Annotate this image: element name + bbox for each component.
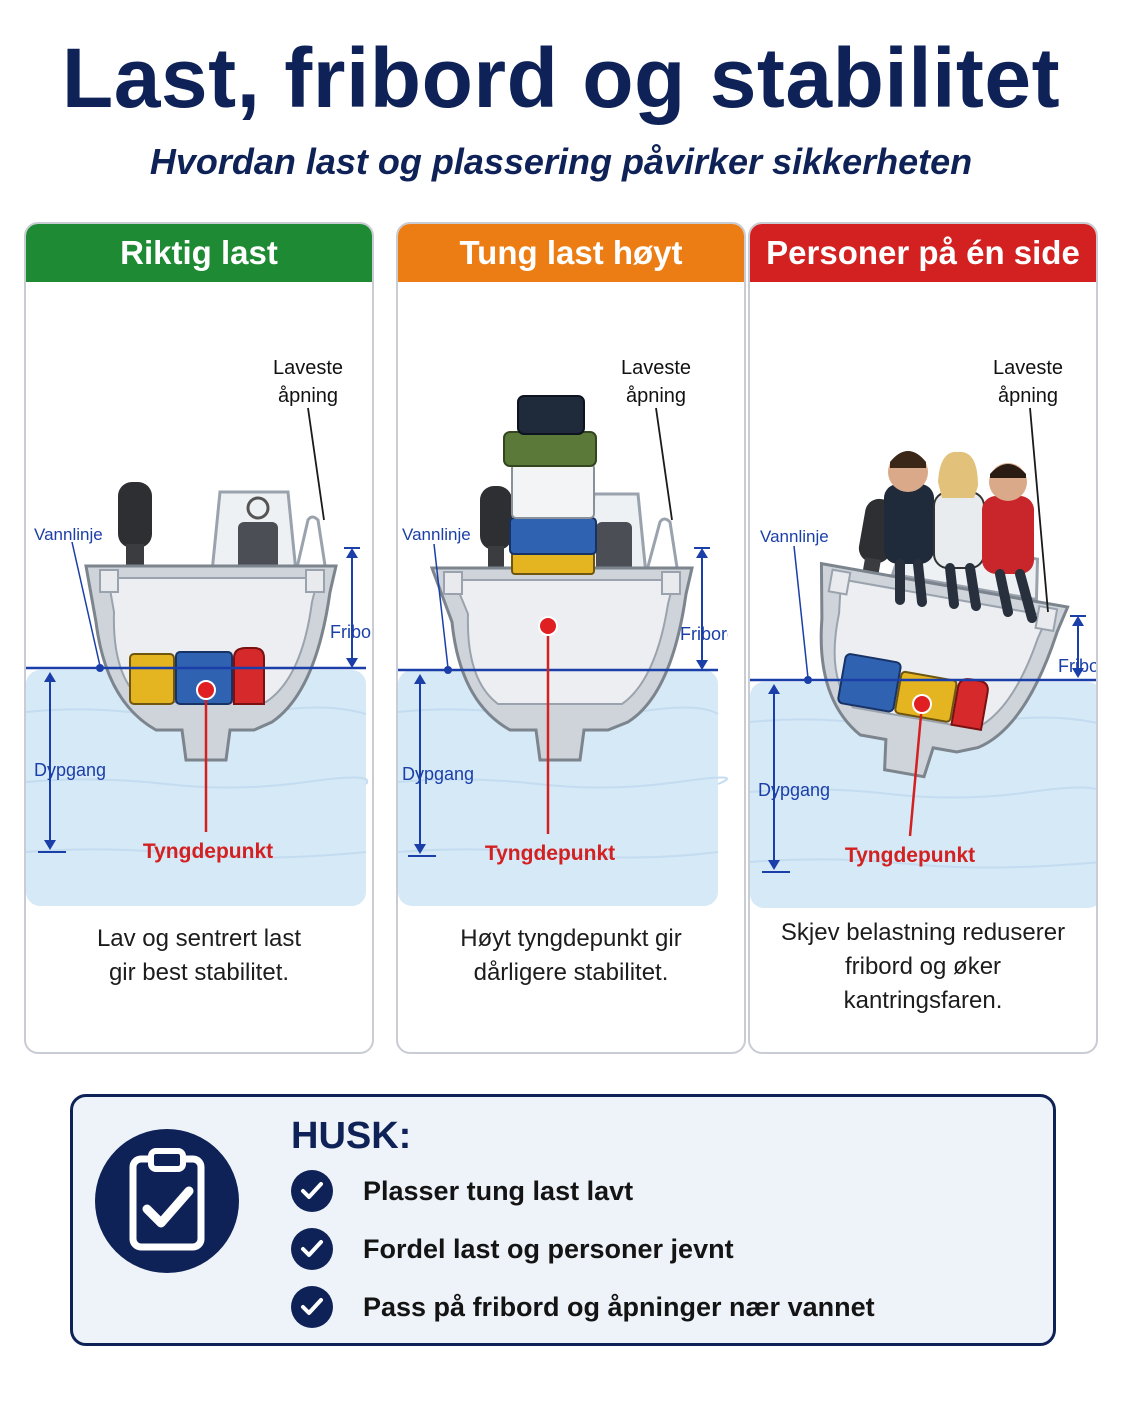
cargo-box-blue — [509, 517, 597, 555]
boat-diagram-personer: Laveste åpning Vannlinje Fribord Dypgang… — [750, 357, 1098, 908]
label-laveste-line1: Laveste — [993, 357, 1063, 379]
cargo-box-blue — [175, 651, 233, 705]
bag-black — [517, 395, 585, 435]
label-fribord: Fribord — [1058, 656, 1098, 676]
center-of-gravity-dot — [912, 694, 932, 714]
label-fribord: Fribord — [330, 622, 374, 642]
husk-item-text: Pass på fribord og åpninger nær vannet — [363, 1291, 875, 1322]
cargo-box-yellow — [511, 551, 595, 575]
label-vannlinje: Vannlinje — [760, 527, 829, 546]
panel-description: Lav og sentrert last gir best stabilitet… — [96, 925, 302, 986]
label-vannlinje: Vannlinje — [402, 525, 471, 544]
label-tyngdepunkt: Tyngdepunkt — [845, 844, 975, 867]
husk-item: Plasser tung last lavt — [291, 1169, 633, 1213]
panel-title: Tung last høyt — [398, 224, 744, 282]
label-laveste-line2: åpning — [626, 385, 686, 407]
water — [750, 682, 1096, 908]
clipboard-check-icon — [95, 1129, 239, 1273]
page-title: Last, fribord og stabilitet — [61, 31, 1061, 125]
panel-description: Skjev belastning reduserer fribord og øk… — [780, 919, 1066, 1014]
panel-description: Høyt tyngdepunkt gir dårligere stabilite… — [460, 925, 682, 986]
panel-title: Personer på én side — [750, 224, 1096, 282]
label-laveste-line1: Laveste — [621, 357, 691, 379]
husk-item-text: Plasser tung last lavt — [363, 1175, 634, 1206]
fuel-can — [233, 647, 265, 705]
label-dypgang: Dypgang — [34, 760, 106, 780]
cooler-box — [511, 463, 595, 519]
panel-tung-last-hoyt: Tung last høyt — [396, 222, 746, 1054]
label-dypgang: Dypgang — [758, 780, 830, 800]
husk-item: Pass på fribord og åpninger nær vannet — [291, 1285, 875, 1329]
center-of-gravity-dot — [538, 616, 558, 636]
outboard-motor — [480, 486, 512, 550]
page-subtitle: Hvordan last og plassering påvirker sikk… — [149, 141, 973, 182]
husk-box: HUSK: Plasser tung last lavt Fordel last… — [70, 1094, 1056, 1346]
cargo-box-yellow — [129, 653, 175, 705]
label-tyngdepunkt: Tyngdepunkt — [143, 840, 273, 863]
label-laveste-line1: Laveste — [273, 357, 343, 379]
person-1 — [884, 484, 934, 564]
steering-wheel-icon — [246, 496, 270, 520]
husk-title: HUSK: — [291, 1115, 412, 1157]
bag-green — [503, 431, 597, 467]
label-fribord: Fribord — [680, 624, 728, 644]
panel-riktig-last: Riktig last — [24, 222, 374, 1054]
check-circle-icon — [291, 1228, 333, 1270]
husk-item: Fordel last og personer jevnt — [291, 1227, 734, 1271]
water — [26, 670, 366, 906]
boat-diagram-riktig: Laveste åpning Vannlinje Fribord Dypgang… — [26, 357, 374, 906]
label-dypgang: Dypgang — [402, 764, 474, 784]
check-circle-icon — [291, 1286, 333, 1328]
label-laveste-line2: åpning — [278, 385, 338, 407]
check-circle-icon — [291, 1170, 333, 1212]
person-3 — [982, 496, 1034, 574]
outboard-motor — [118, 482, 152, 548]
husk-item-text: Fordel last og personer jevnt — [363, 1233, 734, 1264]
boat-diagram-tung-last: Laveste åpning Vannlinje Fribord Dypgang… — [398, 357, 728, 906]
water — [398, 670, 718, 906]
label-vannlinje: Vannlinje — [34, 525, 103, 544]
panel-personer-en-side: Personer på én side — [748, 222, 1098, 1054]
panel-title: Riktig last — [26, 224, 372, 282]
person-2 — [933, 491, 985, 569]
label-laveste-line2: åpning — [998, 385, 1058, 407]
label-tyngdepunkt: Tyngdepunkt — [485, 842, 615, 865]
persons-group — [884, 451, 1037, 623]
cargo-box-blue — [837, 653, 902, 713]
center-of-gravity-dot — [196, 680, 216, 700]
